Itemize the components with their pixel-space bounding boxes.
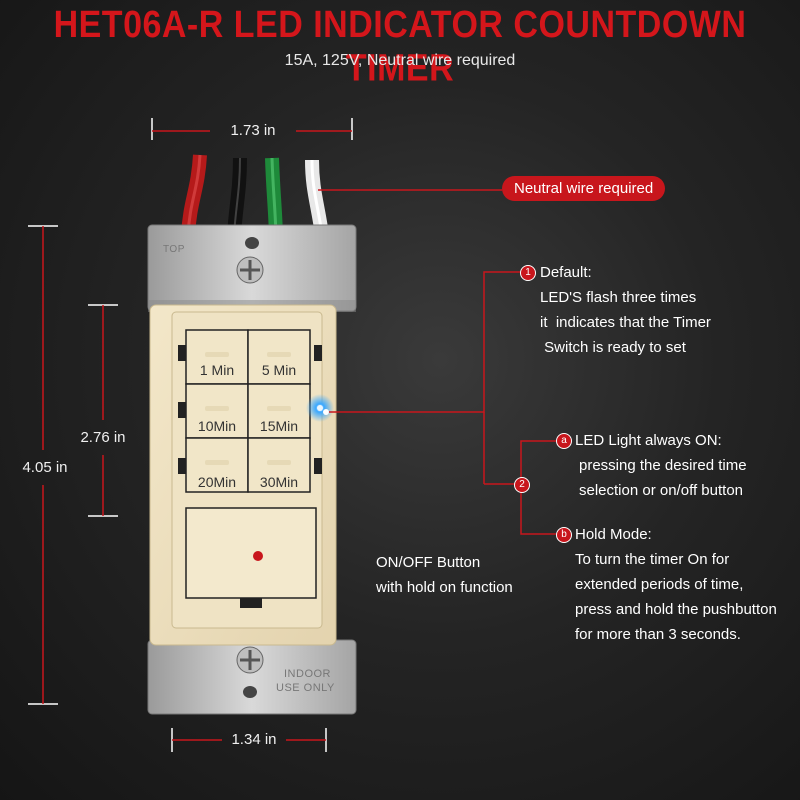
hold-note-line: extended periods of time, — [575, 576, 744, 593]
plate-label-top: TOP — [163, 244, 185, 255]
onoff-pad-shape — [185, 507, 317, 599]
plate-label-indoor: INDOOR — [284, 668, 331, 680]
button-20min[interactable]: 20Min — [197, 474, 237, 490]
led-note-line: selection or on/off button — [579, 482, 744, 499]
page-title: HET06A-R LED INDICATOR COUNTDOWN TIMER — [53, 3, 747, 90]
button-5min[interactable]: 5 Min — [261, 362, 297, 378]
default-note: Default: LED'S flash three times it indi… — [540, 260, 711, 360]
onoff-button[interactable] — [186, 508, 316, 598]
led-note-line: pressing the desired time — [579, 457, 747, 474]
default-note-line: Switch is ready to set — [540, 339, 686, 356]
dimension-height-outer: 4.05 in — [22, 459, 68, 476]
wires — [181, 154, 329, 236]
mounting-strap-bottom — [148, 640, 356, 714]
default-note-line: LED'S flash three times — [540, 289, 697, 306]
marker-2: 2 — [514, 477, 530, 493]
hold-note-title: Hold Mode: — [575, 526, 652, 543]
led-note-title: LED Light always ON: — [575, 432, 722, 449]
button-1min[interactable]: 1 Min — [199, 362, 235, 378]
marker-b: b — [556, 527, 572, 543]
screw-bottom-icon — [236, 646, 264, 674]
dimension-width-bottom: 1.34 in — [231, 731, 277, 748]
page-subtitle: 15A, 125V, Neutral wire required — [284, 52, 516, 69]
marker-a: a — [556, 433, 572, 449]
timer-button-grid — [185, 329, 311, 493]
default-note-line: it indicates that the Timer — [540, 314, 711, 331]
led-indicator-icon — [317, 405, 323, 411]
onoff-label-line1: ON/OFF Button — [376, 554, 481, 571]
marker-1: 1 — [520, 265, 536, 281]
dimension-height-inner: 2.76 in — [80, 429, 126, 446]
screw-top-icon — [236, 256, 264, 284]
hold-note-line: for more than 3 seconds. — [575, 626, 741, 643]
button-30min[interactable]: 30Min — [259, 474, 299, 490]
default-note-title: Default: — [540, 264, 592, 281]
plate-label-use-only: USE ONLY — [276, 682, 335, 694]
onoff-label-line2: with hold on function — [376, 579, 513, 596]
hold-note-line: To turn the timer On for — [575, 551, 730, 568]
neutral-wire-badge: Neutral wire required — [502, 176, 666, 201]
onoff-label: ON/OFF Button with hold on function — [376, 550, 513, 600]
hold-note: Hold Mode: To turn the timer On for exte… — [575, 522, 777, 647]
dimension-width-top: 1.73 in — [230, 122, 276, 139]
hold-note-line: press and hold the pushbutton — [575, 601, 777, 618]
button-10min[interactable]: 10Min — [197, 418, 237, 434]
button-15min[interactable]: 15Min — [259, 418, 299, 434]
led-note: LED Light always ON: pressing the desire… — [575, 428, 747, 503]
